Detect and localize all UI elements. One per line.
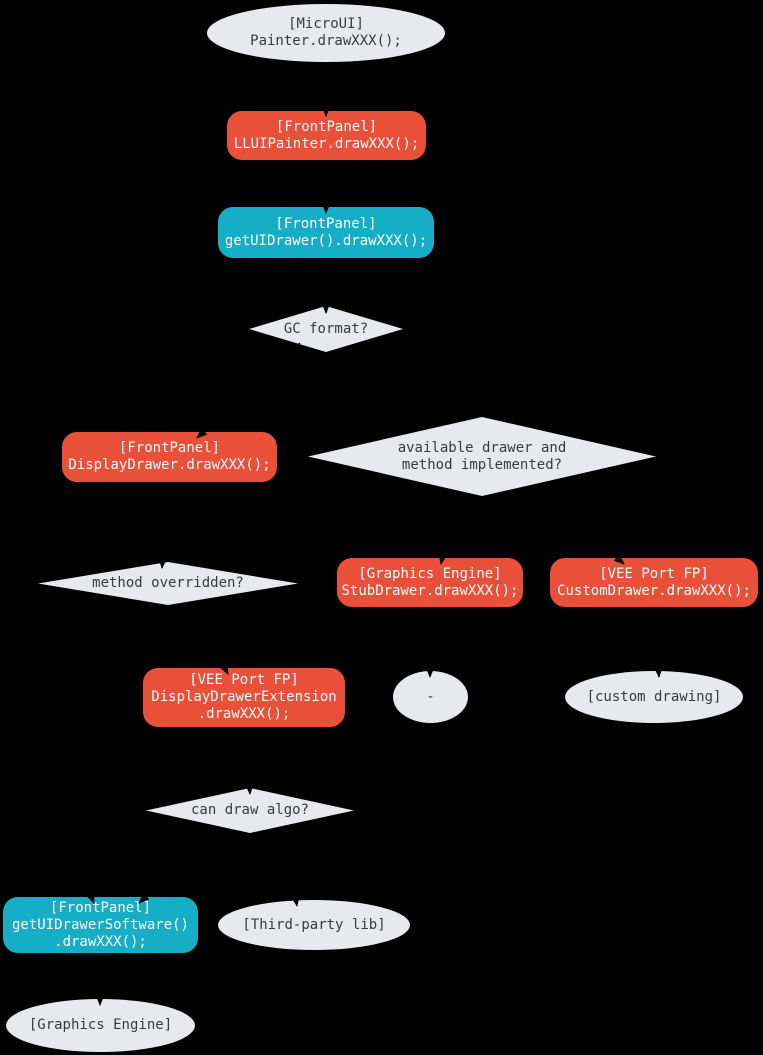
edge-displaydrawer-to-method-overridden [158, 481, 169, 569]
node-getuidrawer-text-line: [FrontPanel] [275, 215, 377, 232]
node-dash-text-line: - [426, 688, 435, 705]
node-customdrawer-text-line: CustomDrawer.drawXXX(); [557, 582, 751, 599]
node-getuidrawersoftware-text-line: [FrontPanel] [49, 899, 152, 916]
node-getuidrawersoftware: [FrontPanel]getUIDrawerSoftware().drawXX… [3, 897, 198, 953]
node-dash: - [393, 671, 468, 723]
node-stubdrawer: [Graphics Engine]StubDrawer.drawXXX(); [337, 558, 523, 607]
node-available-drawer-text-line: method implemented? [401, 456, 563, 473]
node-can-draw-algo-text-line: can draw algo? [190, 802, 309, 818]
node-available-drawer-text-line: available drawer and [397, 439, 567, 456]
node-graphics-engine-text-line: [Graphics Engine] [28, 1017, 173, 1033]
node-graphics-engine: [Graphics Engine] [6, 999, 195, 1052]
node-getuidrawer: [FrontPanel]getUIDrawer().drawXXX(); [218, 207, 434, 258]
node-third-party-lib-text-line: [Third-party lib] [242, 916, 386, 933]
node-can-draw-algo: can draw algo? [146, 788, 354, 833]
edge-can-draw-algo-to-third-party-lib [283, 826, 300, 907]
node-stubdrawer-text-line: StubDrawer.drawXXX(); [341, 582, 519, 599]
node-getuidrawer-text-line: getUIDrawer().drawXXX(); [224, 232, 428, 249]
node-getuidrawersoftware-text-line: getUIDrawerSoftware() [11, 916, 189, 933]
edge-method-overridden-to-displaydrawerextension [189, 601, 229, 675]
node-method-overridden: method overridden? [38, 562, 298, 605]
edge-available-drawer-to-stubdrawer [438, 489, 456, 565]
edge-displaydrawerextension-to-can-draw-algo [244, 726, 254, 795]
node-microui-painter: [MicroUI]Painter.drawXXX(); [207, 4, 445, 62]
node-custom-drawing: [custom drawing] [565, 671, 743, 723]
node-displaydrawer-text-line: DisplayDrawer.drawXXX(); [68, 457, 271, 473]
node-displaydrawerextension-text-line: [VEE Port FP] [189, 672, 299, 688]
node-displaydrawer-text-line: [FrontPanel] [118, 440, 221, 456]
node-gc-format: GC format? [249, 306, 403, 352]
node-gc-format-text-line: GC format? [283, 320, 369, 337]
node-third-party-lib: [Third-party lib] [218, 900, 410, 950]
node-method-overridden-text-line: method overridden? [92, 575, 244, 591]
node-lluipainter: [FrontPanel]LLUIPainter.drawXXX(); [227, 111, 426, 160]
node-displaydrawerextension: [VEE Port FP]DisplayDrawerExtension.draw… [143, 668, 345, 727]
node-customdrawer-text-line: [VEE Port FP] [599, 565, 709, 582]
edge-available-drawer-to-customdrawer [539, 486, 625, 565]
edge-can-draw-algo-to-getuidrawersoftware [138, 827, 217, 904]
node-getuidrawersoftware-text-line: .drawXXX(); [54, 933, 147, 950]
edge-customdrawer-to-custom-drawing [653, 606, 663, 678]
edge-gc-format-to-available-drawer [356, 343, 450, 425]
node-lluipainter-text-line: LLUIPainter.drawXXX(); [233, 135, 420, 152]
node-customdrawer: [VEE Port FP]CustomDrawer.drawXXX(); [550, 558, 758, 607]
edge-method-overridden-to-getuidrawersoftware [57, 597, 96, 904]
node-displaydrawerextension-text-line: .drawXXX(); [197, 706, 291, 722]
edge-gc-format-to-displaydrawer [196, 342, 301, 439]
node-lluipainter-text-line: [FrontPanel] [275, 118, 378, 135]
node-microui-painter-text-line: Painter.drawXXX(); [250, 33, 402, 49]
node-displaydrawerextension-text-line: DisplayDrawerExtension [151, 689, 337, 705]
node-microui-painter-text-line: [MicroUI] [288, 16, 364, 32]
node-custom-drawing-text-line: [custom drawing] [586, 688, 722, 705]
node-displaydrawer: [FrontPanel]DisplayDrawer.drawXXX(); [62, 432, 277, 482]
node-stubdrawer-text-line: [Graphics Engine] [358, 565, 502, 582]
